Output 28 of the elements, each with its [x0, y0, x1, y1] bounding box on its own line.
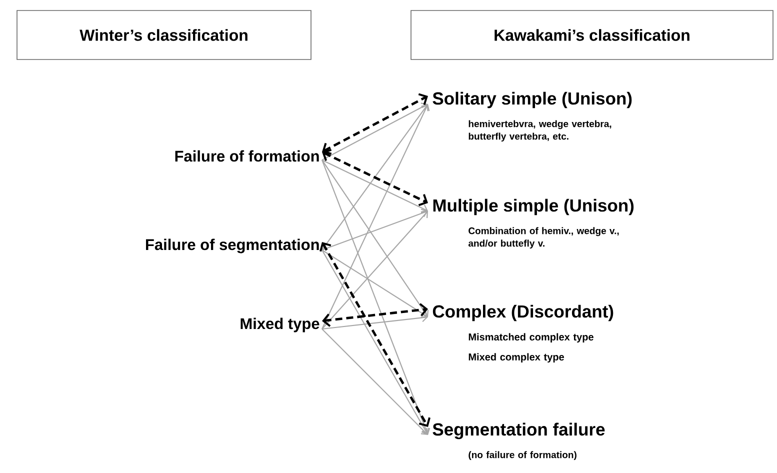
arrow [322, 313, 428, 330]
description-text: hemivertebvra, wedge vertebra, butterfly vertebra, etc. [468, 120, 612, 142]
arrow [322, 250, 428, 318]
arrow [322, 93, 428, 155]
class-label: Failure of segmentation [146, 238, 319, 254]
heading-box: Kawakami’s classification [410, 10, 774, 60]
arrow [322, 208, 428, 250]
class-label: Mixed type [240, 318, 320, 332]
description-text: Mixed complex type [468, 353, 564, 362]
class-label: Segmentation failure [432, 422, 605, 440]
class-label: Complex (Discordant) [432, 304, 614, 322]
heading-box: Winter’s classification [16, 10, 312, 60]
arrow [322, 104, 428, 250]
arrow [322, 160, 428, 213]
description-text: Combination of hemiv., wedge v., and/or buttefly v. [468, 227, 619, 249]
description-text: Mismatched complex type [468, 333, 594, 342]
arrow [322, 211, 428, 330]
arrow [322, 102, 428, 160]
class-label: Failure of formation [175, 150, 319, 162]
arrow [322, 303, 428, 327]
arrow [322, 104, 430, 330]
arrow [322, 160, 429, 317]
class-label: Solitary simple (Unison) [432, 92, 632, 108]
arrow [322, 148, 428, 206]
arrow [322, 328, 428, 435]
class-label: Multiple simple (Unison) [433, 198, 634, 216]
arrow [322, 160, 430, 435]
description-text: (no failure of formation) [468, 451, 576, 460]
